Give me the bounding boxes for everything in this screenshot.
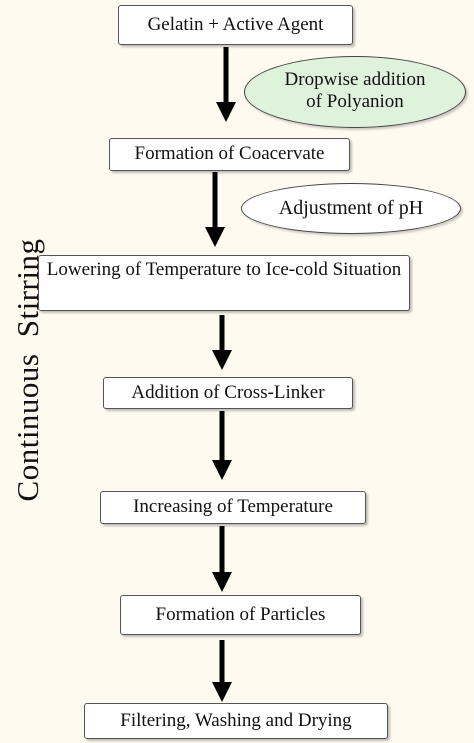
step-addition-cross-linker: Addition of Cross-Linker [103,377,353,409]
step-filtering-washing-drying: Filtering, Washing and Drying [84,703,388,739]
step-increasing-temperature: Increasing of Temperature [100,491,366,524]
step-gelatin-active-agent: Gelatin + Active Agent [118,5,353,45]
ellipse-dropwise-polyanion: Dropwise addition of Polyanion [244,56,466,128]
step-lowering-temperature: Lowering of Temperature to Ice-cold Situ… [38,255,410,311]
side-label-word-1: Continuous [10,353,45,502]
ellipse-adjustment-ph: Adjustment of pH [241,183,461,234]
step-formation-of-coacervate: Formation of Coacervate [109,138,350,171]
step-formation-of-particles: Formation of Particles [120,595,361,635]
